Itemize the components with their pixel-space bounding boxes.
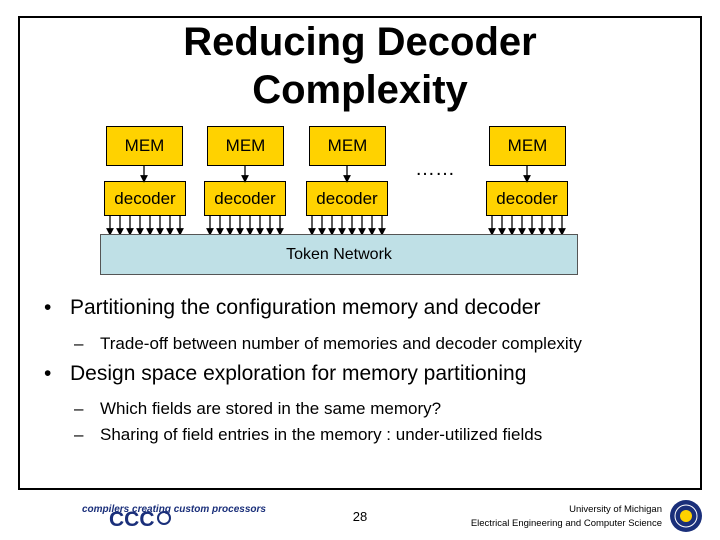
decoder-block-1: decoder [104, 181, 186, 216]
bullet-1: •Partitioning the configuration memory a… [44, 296, 541, 319]
decoder-block-4: decoder [486, 181, 568, 216]
slide-title: Reducing Decoder Complexity [0, 18, 720, 114]
bullet-2: •Design space exploration for memory par… [44, 362, 527, 385]
sub-bullet-2-2: –Sharing of field entries in the memory … [74, 425, 543, 444]
svg-text:CCC: CCC [109, 508, 155, 531]
tagline: compilers creating custom processors [82, 504, 266, 515]
ccc-logo: CCC [109, 508, 171, 531]
decoder-block-2: decoder [204, 181, 286, 216]
university-seal-icon [670, 500, 702, 532]
token-network: Token Network [100, 234, 578, 275]
mem-block-3: MEM [309, 126, 386, 166]
university-label: University of Michigan Electrical Engine… [471, 503, 662, 531]
mem-block-2: MEM [207, 126, 284, 166]
sub-bullet-1-1: –Trade-off between number of memories an… [74, 334, 582, 353]
sub-bullet-2-1: –Which fields are stored in the same mem… [74, 399, 442, 418]
department-name: Electrical Engineering and Computer Scie… [470, 518, 662, 529]
title-line-2: Complexity [252, 68, 468, 112]
title-line-1: Reducing Decoder [183, 20, 537, 64]
university-name: University of Michigan [569, 504, 662, 515]
mem-block-4: MEM [489, 126, 566, 166]
page-number: 28 [352, 509, 368, 524]
ellipsis: …… [415, 158, 455, 180]
mem-block-1: MEM [106, 126, 183, 166]
